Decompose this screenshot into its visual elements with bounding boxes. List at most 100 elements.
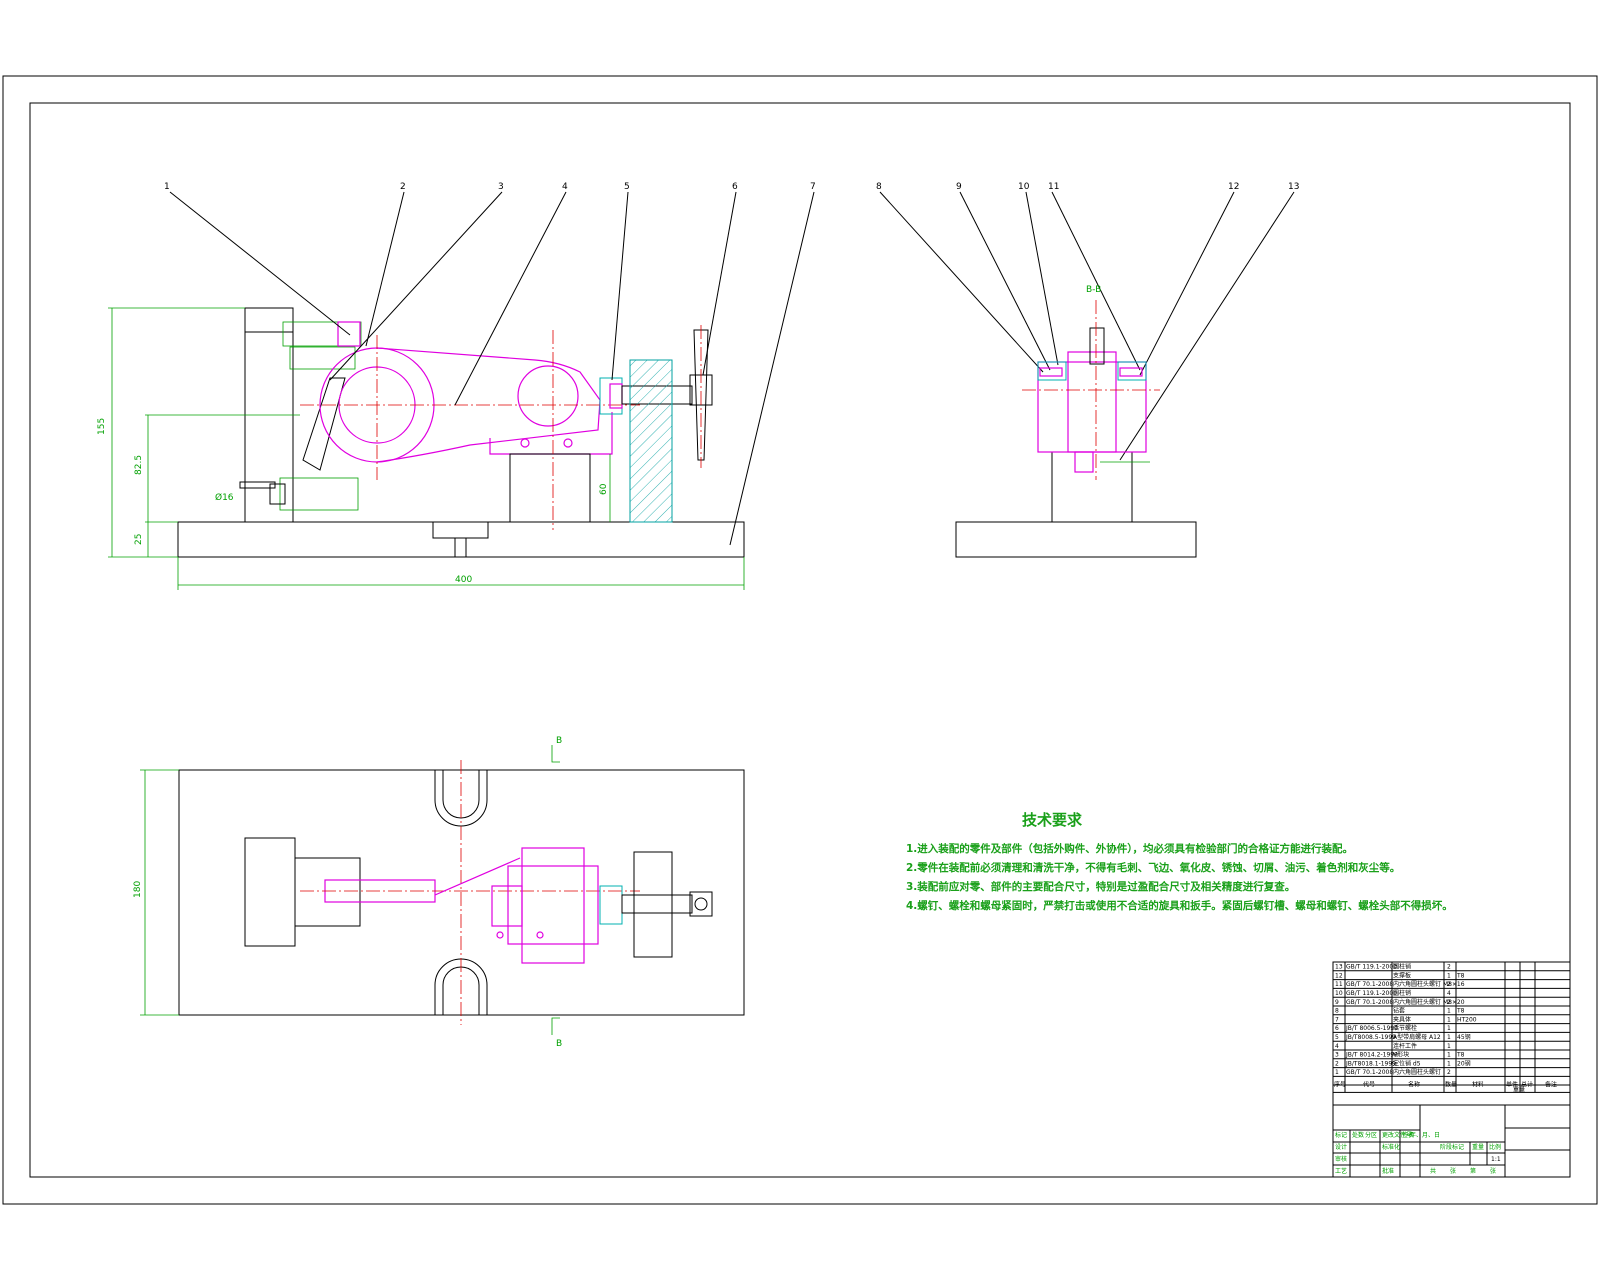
section-mark-top: B [556,736,562,746]
tb-label-stage: 阶段标记 [1440,1143,1464,1151]
bom-qty: 2 [1447,964,1451,971]
tech-req-2: 2.零件在装配前必须清理和清洗干净，不得有毛刺、飞边、氧化皮、锈蚀、切屑、油污、… [906,861,1400,874]
tb-label-weight: 重量 [1472,1143,1484,1151]
bom-code: JB/T8008.5-1999 [1345,1034,1396,1041]
callout-7: 7 [810,182,816,192]
outer-frame [2,75,1598,1205]
bom-header-weight: 重量 [1513,1085,1525,1093]
bom-name: A型带肩螺母 A12 [1393,1033,1441,1041]
tech-req-1: 1.进入装配的零件及部件（包括外购件、外协件），均必须具有检验部门的合格证方能进… [906,842,1353,855]
bom-code: GB/T 70.1-2008 [1346,999,1393,1006]
title-block: 标记 处数 分区 更改文件号 签名 年、月、日 设计 标准化 审核 工艺 批准 … [1332,1084,1571,1178]
bom-no: 2 [1335,1060,1339,1067]
bom-qty: 1 [1447,1025,1451,1032]
bom-qty: 1 [1447,1008,1451,1015]
tb-label-sheet2: 张 [1490,1167,1496,1175]
bom-qty: 1 [1447,1016,1451,1023]
bom-mat: T8 [1456,1052,1465,1059]
tb-label-mark: 标记 [1335,1131,1347,1139]
bom-header-total: 总计 [1521,1080,1533,1088]
callout-numbers: 1 2 3 4 5 6 7 8 9 10 11 12 13 [164,182,1299,192]
bom-no: 8 [1335,1008,1339,1015]
top-view: B B 180 [133,736,745,1049]
bom-name: 钻套 [1393,1007,1405,1015]
bom-no: 9 [1335,999,1339,1006]
callout-leaders [169,191,1295,546]
tb-label-std: 标准化 [1382,1143,1400,1151]
bom-no: 5 [1335,1034,1339,1041]
callout-6: 6 [732,182,738,192]
bom-header-qty: 数量 [1445,1080,1457,1088]
bom-name: 圆柱销 [1393,989,1411,997]
callout-11: 11 [1048,182,1059,192]
inner-frame [29,102,1571,1178]
tb-label-sign: 签名 [1402,1131,1414,1139]
bom-name: 夹具体 [1393,1015,1411,1023]
bom-name: V形块 [1393,1051,1409,1059]
tb-label-scale: 比例 [1489,1143,1501,1151]
bom-no: 13 [1335,964,1343,971]
bom-code: JB/T 8006.5-1999 [1345,1025,1398,1032]
front-view: 155 82.5 25 400 Ø16 60 [97,307,745,590]
dim-top-width: 180 [133,881,143,898]
bom-header-mat: 材料 [1472,1080,1484,1088]
dim-support-height: 60 [599,483,609,495]
bom-qty: 4 [1447,990,1451,997]
callout-5: 5 [624,182,630,192]
callout-3: 3 [498,182,504,192]
bom-mat: 45钢 [1457,1033,1471,1041]
callout-1: 1 [164,182,170,192]
bom-code: GB/T 119.1-2000 [1346,964,1397,971]
dim-base-height: 25 [134,534,144,545]
dim-overall-length: 400 [455,575,472,585]
bom-name: 活节螺栓 [1393,1024,1417,1032]
tb-label-review: 审核 [1335,1155,1347,1163]
bom-mat: T8 [1456,1008,1465,1015]
tech-req-title: 技术要求 [1022,811,1083,829]
bom-header-code: 代号 [1363,1080,1375,1088]
bom-header-name: 名称 [1408,1080,1420,1088]
tech-req-4: 4.螺钉、螺栓和螺母紧固时，严禁打击或使用不合适的旋具和扳手。紧固后螺钉槽、螺母… [906,899,1453,912]
tb-scale-value: 1:1 [1491,1156,1501,1163]
bom-header-remark: 备注 [1545,1080,1557,1088]
technical-requirements: 技术要求 1.进入装配的零件及部件（包括外购件、外协件），均必须具有检验部门的合… [906,811,1453,912]
side-view: B-B [955,285,1197,558]
tb-label-sheet1: 张 [1450,1167,1456,1175]
callout-4: 4 [562,182,568,192]
bom-name: 圆柱销 [1393,963,1411,971]
callout-9: 9 [956,182,962,192]
bom-code: JB/T 8014.2-1999 [1345,1052,1398,1059]
callout-12: 12 [1228,182,1239,192]
bom-name: 内六角圆柱头螺钉 M8×16 [1393,980,1465,988]
bom-qty: 1 [1447,1052,1451,1059]
bom-qty: 1 [1447,972,1451,979]
tech-req-3: 3.装配前应对零、部件的主要配合尺寸，特别是过盈配合尺寸及相关精度进行复查。 [906,880,1295,893]
bom-no: 1 [1335,1069,1339,1076]
bom-code: GB/T 70.1-2008 [1346,1069,1393,1076]
callout-13: 13 [1288,182,1299,192]
bom-mat: 20钢 [1457,1059,1471,1067]
callout-8: 8 [876,182,882,192]
tb-label-no: 第 [1470,1167,1476,1175]
bom-qty: 2 [1447,999,1451,1006]
bom-qty: 1 [1447,1034,1451,1041]
tb-label-process: 工艺 [1335,1167,1347,1175]
callout-2: 2 [400,182,406,192]
tb-label-total: 共 [1430,1167,1436,1175]
bom-name: 连杆工件 [1393,1042,1417,1050]
tb-label-date: 年、月、日 [1410,1131,1440,1139]
bom-no: 10 [1335,990,1343,997]
bom-qty: 2 [1447,1069,1451,1076]
bom-header-no: 序号 [1334,1080,1346,1088]
bom-name: 内六角圆柱头螺钉 [1393,1068,1441,1076]
bom-name: 支撑板 [1393,971,1411,979]
bom-name: 内六角圆柱头螺钉 M8×20 [1393,998,1465,1006]
bom-no: 4 [1335,1043,1339,1050]
bom-qty: 1 [1447,1043,1451,1050]
bom-no: 6 [1335,1025,1339,1032]
bom-header-unit: 单件 [1506,1080,1518,1088]
dim-overall-height: 155 [97,418,107,435]
bom-code: JB/T8018.1-1999 [1345,1060,1396,1067]
tb-label-design: 设计 [1335,1143,1347,1151]
